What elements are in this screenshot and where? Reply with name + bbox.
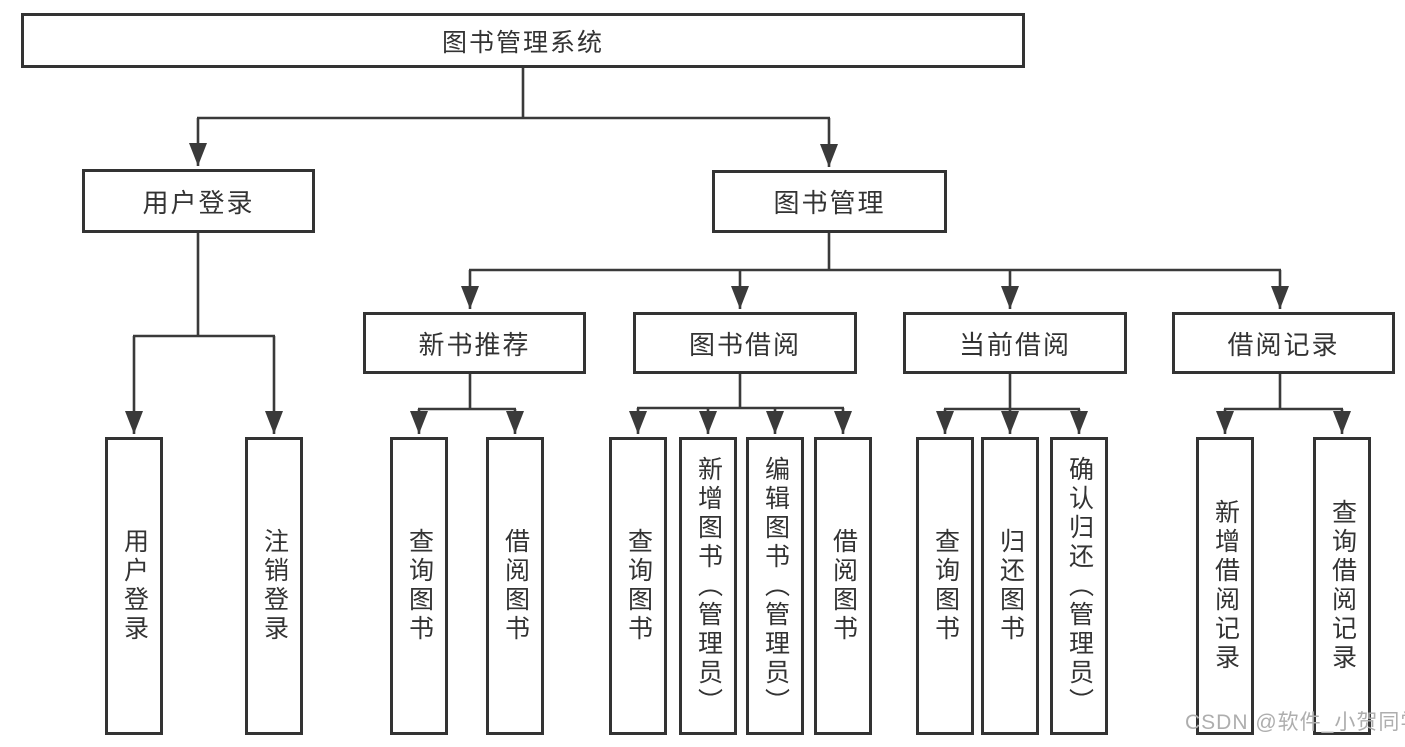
- leaf-current-return-book-label: 归还图书: [996, 528, 1025, 644]
- leaf-recommend-query-book-label: 查询图书: [405, 528, 434, 644]
- node-current-borrow-label: 当前借阅: [958, 329, 1071, 360]
- node-current-borrow: 当前借阅: [903, 312, 1127, 374]
- leaf-logout: 注销登录: [245, 437, 303, 735]
- node-user-login: 用户登录: [82, 169, 315, 233]
- node-book-management: 图书管理: [712, 170, 947, 233]
- node-user-login-label: 用户登录: [142, 187, 255, 218]
- leaf-current-confirm-return: 确认归还（管理员）: [1050, 437, 1108, 735]
- leaf-logout-label: 注销登录: [260, 528, 289, 644]
- leaf-borrow-query-book-label: 查询图书: [624, 528, 653, 644]
- leaf-recommend-query-book: 查询图书: [390, 437, 448, 735]
- leaf-borrow-edit-book-label: 编辑图书（管理员）: [761, 455, 790, 717]
- leaf-borrow-borrow-book-label: 借阅图书: [829, 528, 858, 644]
- leaf-borrow-query-book: 查询图书: [609, 437, 667, 735]
- node-book-borrow: 图书借阅: [633, 312, 857, 374]
- leaf-borrow-add-book-label: 新增图书（管理员）: [694, 455, 723, 717]
- leaf-current-return-book: 归还图书: [981, 437, 1039, 735]
- node-root-label: 图书管理系统: [441, 28, 604, 57]
- leaf-records-query-record: 查询借阅记录: [1313, 437, 1371, 735]
- leaf-recommend-borrow-book-label: 借阅图书: [501, 528, 530, 644]
- leaf-borrow-edit-book: 编辑图书（管理员）: [746, 437, 804, 735]
- leaf-records-query-record-label: 查询借阅记录: [1328, 499, 1357, 673]
- node-book-borrow-label: 图书借阅: [688, 329, 801, 360]
- watermark-text: CSDN @软件_小贺同学: [1185, 711, 1405, 734]
- node-new-book-recommend-label: 新书推荐: [418, 329, 531, 360]
- leaf-records-add-record-label: 新增借阅记录: [1211, 499, 1240, 673]
- node-borrow-records-label: 借阅记录: [1227, 329, 1340, 360]
- leaf-records-add-record: 新增借阅记录: [1196, 437, 1254, 735]
- leaf-current-query-book-label: 查询图书: [931, 528, 960, 644]
- node-borrow-records: 借阅记录: [1172, 312, 1395, 374]
- leaf-user-login: 用户登录: [105, 437, 163, 735]
- leaf-borrow-add-book: 新增图书（管理员）: [679, 437, 737, 735]
- leaf-borrow-borrow-book: 借阅图书: [814, 437, 872, 735]
- node-root: 图书管理系统: [21, 13, 1025, 68]
- node-new-book-recommend: 新书推荐: [363, 312, 586, 374]
- node-book-management-label: 图书管理: [773, 188, 886, 218]
- leaf-user-login-label: 用户登录: [120, 528, 149, 644]
- leaf-recommend-borrow-book: 借阅图书: [486, 437, 544, 735]
- leaf-current-query-book: 查询图书: [916, 437, 974, 735]
- leaf-current-confirm-return-label: 确认归还（管理员）: [1065, 455, 1094, 717]
